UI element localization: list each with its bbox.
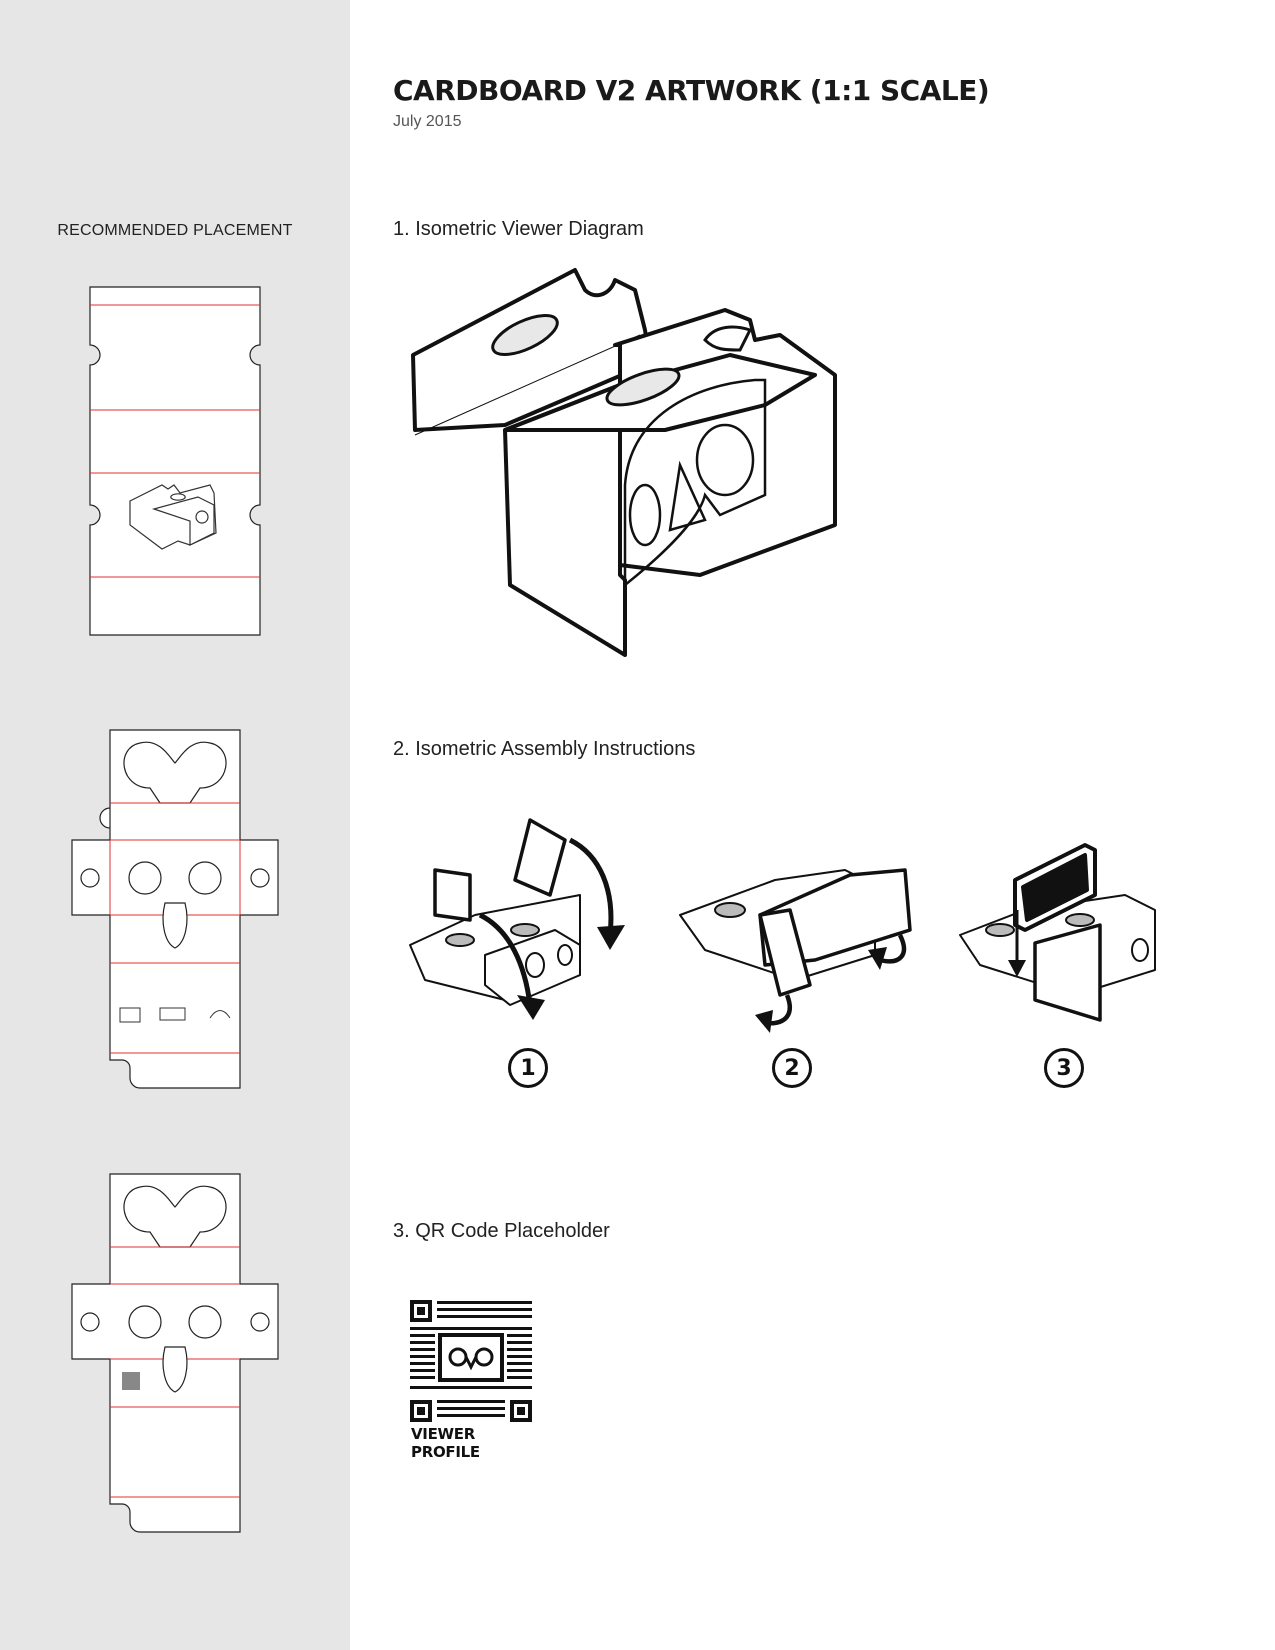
document-date: July 2015 (393, 113, 462, 130)
placement-template-folded (71, 729, 279, 1089)
document-title: CARDBOARD V2 ARTWORK (1:1 SCALE) (393, 74, 990, 107)
placement-sidebar: RECOMMENDED PLACEMENT (0, 0, 350, 1650)
isometric-viewer-diagram (411, 268, 837, 657)
section-heading-qr-code: 3. QR Code Placeholder (393, 1220, 610, 1242)
step-number-1: 1 (508, 1048, 548, 1088)
sidebar-heading: RECOMMENDED PLACEMENT (57, 222, 293, 239)
assembly-step-1-illustration (409, 818, 625, 1020)
assembly-step-3-illustration (959, 843, 1156, 1022)
step-number-2: 2 (772, 1048, 812, 1088)
assembly-step-2-illustration (679, 868, 912, 1033)
section-heading-viewer-diagram: 1. Isometric Viewer Diagram (393, 218, 644, 240)
section-heading-assembly-instructions: 2. Isometric Assembly Instructions (393, 738, 696, 760)
qr-code-placeholder (410, 1300, 532, 1422)
qr-caption: VIEWER PROFILE (411, 1425, 480, 1461)
step-number-3: 3 (1044, 1048, 1084, 1088)
placement-template-strip (89, 286, 261, 636)
placement-template-qr (71, 1173, 279, 1533)
